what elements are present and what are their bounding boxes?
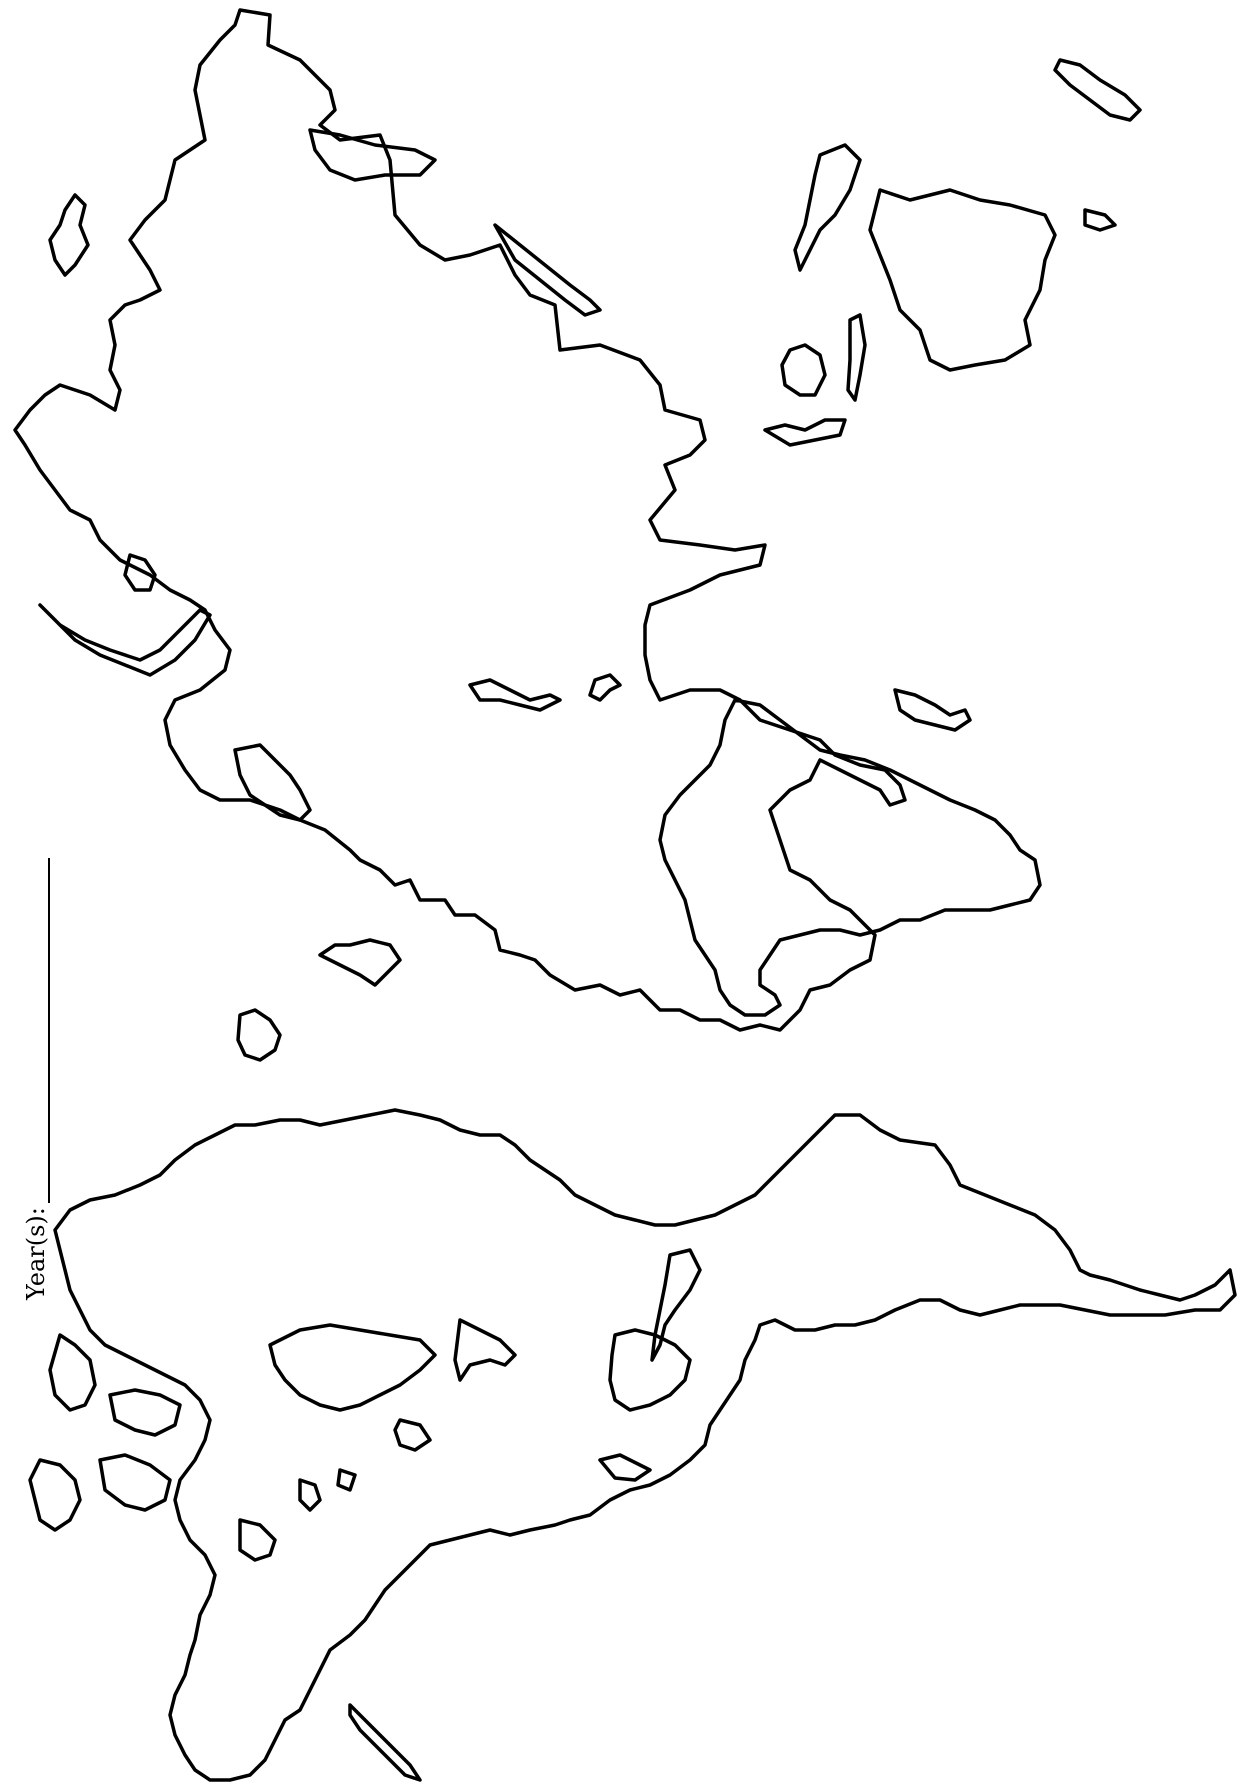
island-outline-10 bbox=[650, 1248, 702, 1362]
year-answer-line[interactable] bbox=[28, 858, 50, 1204]
peninsula-outline-3 bbox=[233, 743, 312, 822]
inlet-outline-2 bbox=[308, 128, 437, 182]
island-outline-18 bbox=[336, 1468, 357, 1492]
americas-outline bbox=[53, 1108, 1237, 1782]
island-outline-11 bbox=[453, 1318, 517, 1382]
island-outline-16 bbox=[238, 1518, 277, 1562]
island-outline-6 bbox=[1083, 208, 1117, 232]
island-outline-15 bbox=[28, 1458, 82, 1532]
peninsula-outline-1 bbox=[48, 193, 90, 277]
bay-outline bbox=[268, 1323, 437, 1412]
island-outline-7 bbox=[793, 143, 862, 272]
year-field: Year(s): bbox=[22, 858, 50, 1300]
island-outline-13 bbox=[108, 1388, 182, 1437]
island-outline-19 bbox=[393, 1418, 432, 1452]
island-outline-17 bbox=[298, 1478, 322, 1512]
island-outline-8 bbox=[780, 343, 827, 397]
island-outline-9 bbox=[846, 313, 867, 402]
island-outline-3 bbox=[588, 673, 622, 702]
island-outline-12 bbox=[48, 1333, 97, 1412]
island-outline-4 bbox=[893, 688, 972, 732]
inlet-outline-1 bbox=[493, 223, 602, 317]
island-outline-14 bbox=[98, 1453, 172, 1512]
peninsula-outline-2 bbox=[38, 603, 212, 677]
peninsula-outline-4 bbox=[318, 938, 402, 987]
peninsula-outline-5 bbox=[348, 1703, 422, 1782]
island-chain-outline-2 bbox=[763, 418, 847, 447]
island-outline-20 bbox=[598, 1453, 652, 1482]
island-outline-1 bbox=[123, 553, 157, 592]
gulf-outline bbox=[608, 1328, 692, 1412]
australia-outline bbox=[658, 698, 1042, 1017]
island-chain-outline-1 bbox=[468, 678, 562, 712]
greenland-outline bbox=[868, 188, 1057, 372]
eurasia-outline bbox=[13, 8, 907, 1032]
year-label-text: Year(s): bbox=[22, 1207, 50, 1300]
island-outline-5 bbox=[1053, 58, 1142, 122]
island-outline-2 bbox=[236, 1008, 282, 1062]
